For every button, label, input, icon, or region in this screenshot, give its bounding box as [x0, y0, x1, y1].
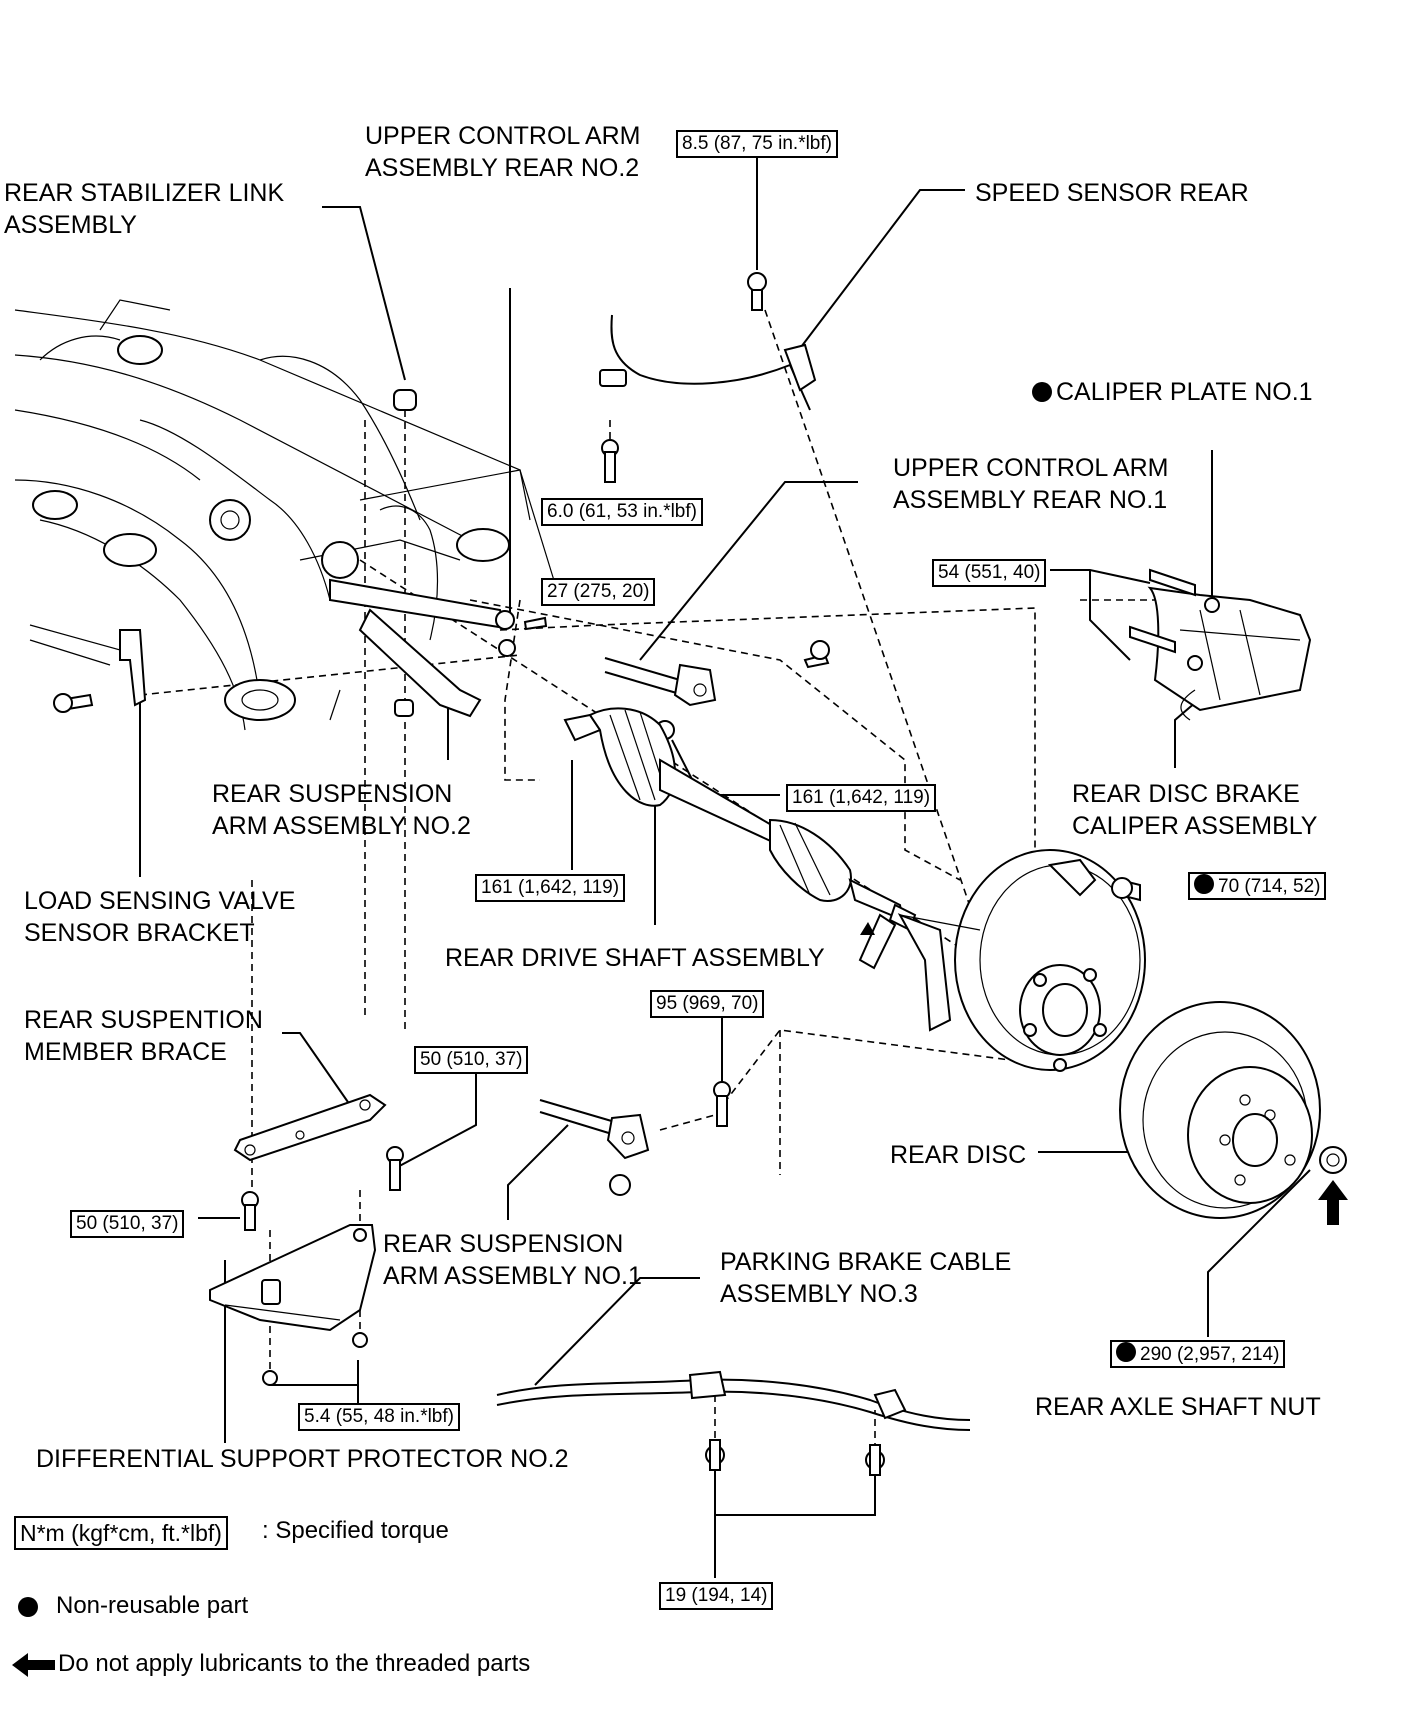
torque-hub-nut: 70 (714, 52) [1188, 872, 1327, 900]
torque-arm-no1-bolt: 161 (1,642, 119) [786, 784, 937, 812]
diff-protector [209, 1224, 377, 1386]
nonreusable-marker [1116, 1342, 1136, 1362]
torque-arm-no1-lower: 95 (969, 70) [650, 990, 765, 1018]
nonreusable-dot [18, 1597, 38, 1617]
rear-suspension-member [14, 299, 561, 731]
member-brace [233, 1093, 404, 1231]
torque-speed-sensor: 8.5 (87, 75 in.*lbf) [676, 130, 838, 158]
legend-no-lube-text: Do not apply lubricants to the threaded … [58, 1650, 531, 1677]
parking-cable [496, 1370, 971, 1476]
torque-brace-left: 50 (510, 37) [70, 1210, 185, 1238]
label-susp-arm-no1: REAR SUSPENSION ARM ASSEMBLY NO.1 [383, 1230, 642, 1290]
label-member-brace: REAR SUSPENTION MEMBER BRACE [24, 1006, 263, 1066]
label-caliper-plate-text: CALIPER PLATE NO.1 [1056, 378, 1313, 406]
label-rear-disc: REAR DISC [890, 1141, 1027, 1169]
label-speed-sensor: SPEED SENSOR REAR [975, 179, 1249, 207]
lower-arm-no1 [539, 1081, 731, 1196]
label-upper-arm-no1: UPPER CONTROL ARM ASSEMBLY REAR NO.1 [893, 454, 1169, 514]
label-drive-shaft: REAR DRIVE SHAFT ASSEMBLY [445, 944, 825, 972]
label-load-sensing: LOAD SENSING VALVE SENSOR BRACKET [24, 887, 296, 947]
nonreusable-marker [1194, 874, 1214, 894]
no-lube-arrow [12, 1653, 55, 1677]
legend-torque-text: : Specified torque [262, 1517, 449, 1544]
knuckle-hub [897, 849, 1146, 1072]
torque-upper-arm: 27 (275, 20) [541, 578, 656, 606]
legend-glyphs [12, 1597, 55, 1677]
torque-caliper: 54 (551, 40) [932, 559, 1047, 587]
rear-disc [1119, 1001, 1348, 1225]
label-caliper-plate: CALIPER PLATE NO.1 [1032, 376, 1313, 408]
torque-cable: 19 (194, 14) [659, 1582, 774, 1610]
label-axle-nut: REAR AXLE SHAFT NUT [1035, 1393, 1321, 1421]
torque-hub-nut-text: 70 (714, 52) [1218, 876, 1321, 897]
label-parking-cable: PARKING BRAKE CABLE ASSEMBLY NO.3 [720, 1248, 1012, 1308]
alignment-lines [139, 309, 1160, 1450]
label-caliper-assembly: REAR DISC BRAKE CALIPER ASSEMBLY [1072, 780, 1318, 840]
nonreusable-marker [1032, 382, 1052, 402]
torque-axle-nut: 290 (2,957, 214) [1110, 1340, 1286, 1368]
control-arms [329, 578, 548, 718]
torque-arm-no2-bolt: 161 (1,642, 119) [475, 874, 626, 902]
label-susp-arm-no2: REAR SUSPENSION ARM ASSEMBLY NO.2 [212, 780, 471, 840]
torque-axle-nut-text: 290 (2,957, 214) [1140, 1344, 1280, 1365]
stabilizer-link-parts [29, 389, 417, 717]
legend-nonreusable-text: Non-reusable part [56, 1592, 249, 1619]
label-upper-arm-no2: UPPER CONTROL ARM ASSEMBLY REAR NO.2 [365, 122, 641, 182]
speed-sensor [599, 272, 817, 483]
label-diff-protector: DIFFERENTIAL SUPPORT PROTECTOR NO.2 [36, 1445, 569, 1473]
drive-shaft [563, 707, 917, 970]
torque-brace-right: 50 (510, 37) [414, 1046, 529, 1074]
legend-torque-unit-box: N*m (kgf*cm, ft.*lbf) [14, 1516, 228, 1550]
label-stabilizer-link: REAR STABILIZER LINK ASSEMBLY [4, 179, 285, 239]
torque-protector: 5.4 (55, 48 in.*lbf) [298, 1403, 460, 1431]
torque-sensor-clamp: 6.0 (61, 53 in.*lbf) [541, 498, 703, 526]
caliper [1129, 568, 1312, 721]
